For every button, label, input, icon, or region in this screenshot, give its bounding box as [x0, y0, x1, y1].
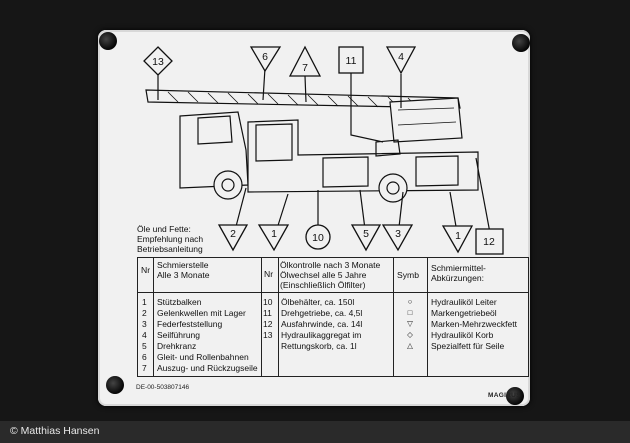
col1-header: Alle 3 Monate: [157, 270, 210, 280]
marker-label: 5: [363, 228, 369, 240]
marker-label: 10: [312, 232, 324, 244]
marker-2-triangle: [217, 224, 249, 252]
row-nr: 3: [142, 319, 147, 329]
col2-header: (Einschließlich Ölfilter): [280, 280, 366, 290]
marker-label: 4: [398, 51, 404, 63]
legend-text: Spezialfett für Seile: [431, 341, 505, 351]
legend-text: Marken-Mehrzweckfett: [431, 319, 517, 329]
lubrication-table: Nr Schmierstelle Alle 3 Monate Nr Ölkont…: [137, 257, 529, 377]
marker-12-square: [475, 228, 504, 255]
row-text: Gelenkwellen mit Lager: [157, 308, 246, 318]
brand-logo: MAGIRUS: [488, 392, 521, 399]
col4-header: Schmiermittel-: [431, 263, 486, 273]
legend-text: Hydrauliköl Leiter: [431, 297, 497, 307]
oils-note-line: Öle und Fette:: [137, 224, 191, 234]
row-nr: 10: [263, 297, 273, 307]
row-nr: 2: [142, 308, 147, 318]
row-nr: 12: [263, 319, 273, 329]
row-nr: 5: [142, 341, 147, 351]
square-icon: □: [407, 308, 413, 317]
row-text: Drehgetriebe, ca. 4,5l: [281, 308, 363, 318]
col4-header: Abkürzungen:: [431, 273, 485, 283]
oils-note-line: Empfehlung nach: [137, 234, 204, 244]
marker-label: 1: [271, 228, 277, 240]
marker-11-square: [338, 46, 364, 74]
lubrication-plate: [98, 30, 530, 406]
marker-7-triangle: [288, 45, 322, 77]
row-text: Ausfahrwinde, ca. 14l: [281, 319, 363, 329]
credit-bar: © Matthias Hansen: [0, 421, 630, 443]
marker-13-diamond: [143, 46, 173, 76]
marker-label: 12: [483, 236, 495, 248]
col2-nr-header: Nr: [264, 269, 274, 279]
row-text: Gleit- und Rollenbahnen: [157, 352, 249, 362]
row-text: Ölbehälter, ca. 150l: [281, 297, 355, 307]
row-text: Drehkranz: [157, 341, 197, 351]
legend-text: Markengetriebeöl: [431, 308, 497, 318]
row-text: Hydraulikaggregat im: [281, 330, 362, 340]
marker-label: 13: [152, 56, 164, 68]
row-nr: 1: [142, 297, 147, 307]
part-number: DE-00-503807146: [136, 384, 190, 391]
marker-label: 6: [262, 51, 268, 63]
col1-nr-header: Nr: [141, 265, 151, 275]
screw-bottom-left: [106, 376, 124, 394]
col2-header: Ölwechsel alle 5 Jahre: [280, 270, 367, 280]
marker-4-triangle: [385, 46, 417, 75]
row-text: Rettungskorb, ca. 1l: [281, 341, 357, 351]
col1-header: Schmierstelle: [157, 260, 209, 270]
screw-top-right: [512, 34, 530, 52]
marker-5-triangle: [350, 224, 382, 252]
marker-label: 1: [455, 230, 461, 242]
triangle-down-icon: ▽: [407, 319, 413, 328]
row-nr: 7: [142, 363, 147, 373]
oils-note-line: Betriebsanleitung: [137, 244, 203, 254]
row-nr: 4: [142, 330, 147, 340]
row-nr: 11: [263, 308, 272, 318]
circle-icon: ○: [407, 297, 413, 306]
marker-1b-triangle: [441, 225, 474, 254]
row-text: Auszug- und Rückzugseile: [157, 363, 258, 373]
row-text: Stützbalken: [157, 297, 202, 307]
marker-label: 3: [395, 228, 401, 240]
marker-3-triangle: [381, 224, 414, 252]
truck-diagram: 13 6 7 11 4 2 1 10 5 3 1 12: [143, 45, 504, 255]
marker-label: 11: [346, 55, 357, 67]
screw-top-left: [99, 32, 117, 50]
photo-credit: © Matthias Hansen: [10, 425, 100, 437]
row-nr: 13: [263, 330, 273, 340]
ladder-outline: [145, 89, 461, 109]
row-nr: 6: [142, 352, 147, 362]
screw-bottom-right: [506, 387, 524, 405]
marker-10-circle: [305, 224, 331, 250]
col3-header: Symb: [397, 270, 419, 280]
legend-text: Hydrauliköl Korb: [431, 330, 494, 340]
triangle-up-icon: △: [407, 341, 413, 350]
marker-label: 2: [230, 228, 236, 240]
col2-header: Ölkontrolle nach 3 Monate: [280, 260, 381, 270]
row-text: Seilführung: [157, 330, 201, 340]
oils-note: Öle und Fette: Empfehlung nach Betriebsa…: [137, 224, 257, 254]
marker-label: 7: [302, 62, 308, 74]
row-text: Federfeststellung: [157, 319, 223, 329]
marker-6-triangle: [249, 46, 282, 73]
marker-1-triangle: [257, 224, 290, 252]
diamond-icon: ◇: [407, 330, 413, 339]
